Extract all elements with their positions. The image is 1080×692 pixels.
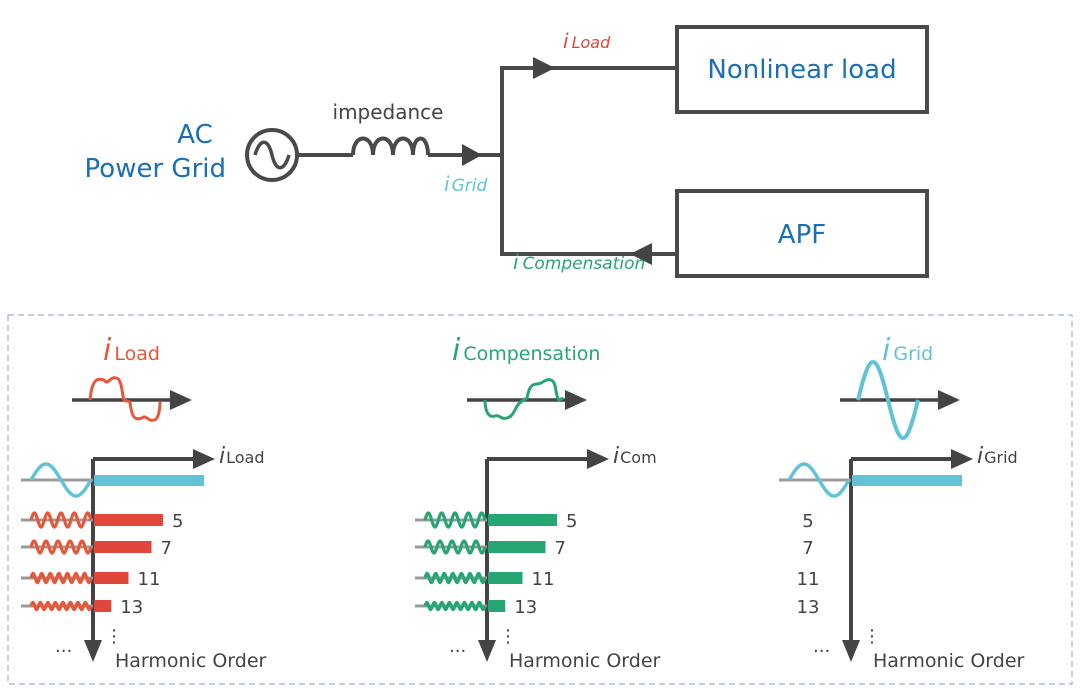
harmonic-order-label: 11 [138,569,161,590]
harmonic-wave [423,600,487,612]
ellipsis-horizontal: ... [813,636,830,657]
y-axis-label: Harmonic Order [509,650,661,672]
axis-label-sub: Com [620,448,657,467]
y-axis-label: Harmonic Order [115,650,267,672]
apf-box [675,189,929,278]
source-label-ac: AC [177,120,212,150]
inductor-icon [351,136,430,156]
harmonic-bar [94,572,129,584]
axis-label: iGrid [977,444,1018,469]
impedance-label: impedance [333,100,444,124]
harmonic-order-label: 7 [161,538,172,559]
axis-label-i: i [219,444,225,469]
harmonic-order-label: 13 [120,597,143,618]
harmonic-bar [488,572,523,584]
ellipsis-vertical: ⋮ [105,626,123,647]
harmonic-wave [29,539,93,555]
harmonic-order-label: 11 [797,569,820,590]
ellipsis-vertical: ⋮ [863,626,881,647]
arrow-right-icon [462,144,482,166]
harmonic-bar [94,600,112,612]
arrow-right-icon [587,449,609,469]
panel-title-sub: Grid [893,343,933,365]
panel-title-i: i [452,333,461,368]
arrow-right-icon [193,449,215,469]
harmonic-wave [29,571,93,585]
fundamental-bar [852,475,962,486]
arrow-down-icon [842,640,860,662]
harmonic-bar [94,514,163,526]
arrow-right-icon [565,390,587,410]
harmonic-bar [94,541,152,553]
harmonic-order-label: 11 [532,569,555,590]
y-axis-label: Harmonic Order [873,650,1025,672]
axis-label-sub: Load [226,448,264,467]
panel-title-sub: Compensation [463,343,600,365]
bus-wire [500,66,678,256]
harmonic-order-label: 7 [802,538,813,559]
ac-source-icon [245,128,299,182]
arrow-left-icon [630,243,652,265]
compensation-waveform [483,378,564,420]
harmonic-wave [423,571,487,585]
harmonic-wave [423,539,487,555]
arrow-down-icon [84,640,102,662]
fundamental-wave [29,462,93,498]
ellipsis-vertical: ⋮ [499,626,517,647]
arrow-right-icon [951,449,973,469]
nonlinear-load-box [675,25,929,114]
spectrum-panel-border [7,314,1073,685]
fundamental-bar [94,475,204,486]
harmonic-order-label: 7 [555,538,566,559]
nonlinear-load-label: Nonlinear load [707,55,896,85]
harmonic-wave [29,511,93,529]
harmonic-order-label: 13 [797,597,820,618]
panel-title-i: i [882,333,891,368]
harmonic-bar [488,600,506,612]
harmonic-wave [423,511,487,529]
axis-label-i: i [977,444,983,469]
ellipsis-horizontal: ... [449,636,466,657]
arrow-right-icon [170,390,192,410]
panel-title-sub: Load [114,343,160,365]
arrow-right-icon [533,57,555,79]
axis-label: iCom [613,444,657,469]
axis-label: iLoad [219,444,265,469]
axis-label-sub: Grid [984,448,1018,467]
harmonic-wave [29,600,93,612]
apf-label: APF [778,220,826,250]
source-label-power-grid: Power Grid [85,154,226,184]
axis-label-i: i [613,444,619,469]
panel-title-i: i [103,333,112,368]
harmonic-bar [488,541,546,553]
fundamental-wave [787,462,851,498]
harmonic-order-label: 13 [514,597,537,618]
harmonic-order-label: 5 [566,511,577,532]
arrow-down-icon [478,640,496,662]
harmonic-order-label: 5 [802,511,813,532]
grid-waveform [856,359,920,441]
harmonic-order-label: 5 [172,511,183,532]
harmonic-bar [488,514,557,526]
ellipsis-horizontal: ... [55,636,72,657]
arrow-right-icon [938,390,960,410]
load-waveform [88,376,162,422]
